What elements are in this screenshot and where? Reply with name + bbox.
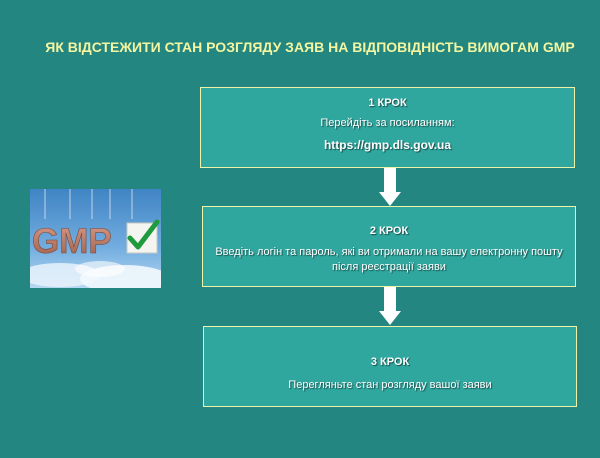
- checkmark-icon: [127, 219, 160, 250]
- step-box-1: 1 КРОК Перейдіть за посиланням: https://…: [200, 87, 575, 168]
- step-2-text: Введіть логін та пароль, які ви отримали…: [215, 246, 563, 273]
- arrow-down-icon: [379, 287, 401, 325]
- step-1-label: 1 КРОК: [368, 97, 407, 109]
- step-box-2: 2 КРОК Введіть логін та пароль, які ви о…: [202, 206, 576, 287]
- gmp-illustration: GMP: [30, 189, 161, 288]
- step-1-text: Перейдіть за посиланням:: [320, 117, 455, 129]
- gmp-lettering: GMP: [32, 222, 112, 261]
- page-title: ЯК ВІДСТЕЖИТИ СТАН РОЗГЛЯДУ ЗАЯВ НА ВІДП…: [45, 39, 575, 55]
- arrow-down-icon: [379, 168, 401, 206]
- gmp-portal-link[interactable]: https://gmp.dls.gov.ua: [323, 138, 452, 152]
- step-3-label: 3 КРОК: [370, 356, 410, 368]
- step-2-label: 2 КРОК: [369, 225, 409, 237]
- step-box-3: 3 КРОК Перегляньте стан розгляду вашої з…: [203, 326, 577, 407]
- step-3-text: Перегляньте стан розгляду вашої заяви: [288, 379, 492, 391]
